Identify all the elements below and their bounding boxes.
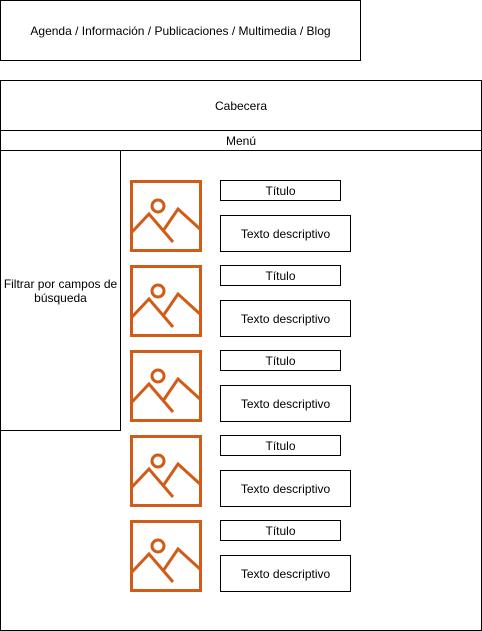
item-description-box: Texto descriptivo [220, 300, 351, 337]
header-box: Cabecera [0, 80, 482, 131]
item-description: Texto descriptivo [240, 311, 331, 326]
menu-box: Menú [0, 130, 482, 151]
item-title: Título [265, 183, 296, 198]
item-title: Título [265, 268, 296, 283]
item-description: Texto descriptivo [240, 481, 331, 496]
content-item: Título Texto descriptivo [130, 265, 352, 337]
image-placeholder-icon [130, 350, 202, 422]
filter-panel: Filtrar por campos de búsqueda [0, 150, 121, 431]
item-title-box: Título [220, 265, 341, 286]
image-placeholder-icon [130, 520, 202, 592]
menu-label: Menú [225, 133, 257, 148]
content-item: Título Texto descriptivo [130, 180, 352, 252]
item-title-box: Título [220, 435, 341, 456]
item-title-box: Título [220, 520, 341, 541]
item-description-box: Texto descriptivo [220, 215, 351, 252]
image-placeholder-icon [130, 265, 202, 337]
item-title: Título [265, 353, 296, 368]
nav-links-box: Agenda / Información / Publicaciones / M… [0, 0, 361, 61]
image-placeholder-icon [130, 180, 202, 252]
header-label: Cabecera [214, 98, 268, 113]
image-placeholder-icon [130, 435, 202, 507]
item-description-box: Texto descriptivo [220, 555, 351, 592]
nav-links-label: Agenda / Información / Publicaciones / M… [30, 23, 331, 38]
item-description: Texto descriptivo [240, 566, 331, 581]
item-title: Título [265, 523, 296, 538]
item-title-box: Título [220, 350, 341, 371]
content-item: Título Texto descriptivo [130, 350, 352, 422]
item-title: Título [265, 438, 296, 453]
item-title-box: Título [220, 180, 341, 201]
item-description-box: Texto descriptivo [220, 385, 351, 422]
content-item: Título Texto descriptivo [130, 435, 352, 507]
filter-label: Filtrar por campos de búsqueda [3, 276, 118, 305]
item-description: Texto descriptivo [240, 226, 331, 241]
content-item: Título Texto descriptivo [130, 520, 352, 592]
item-description-box: Texto descriptivo [220, 470, 351, 507]
item-description: Texto descriptivo [240, 396, 331, 411]
